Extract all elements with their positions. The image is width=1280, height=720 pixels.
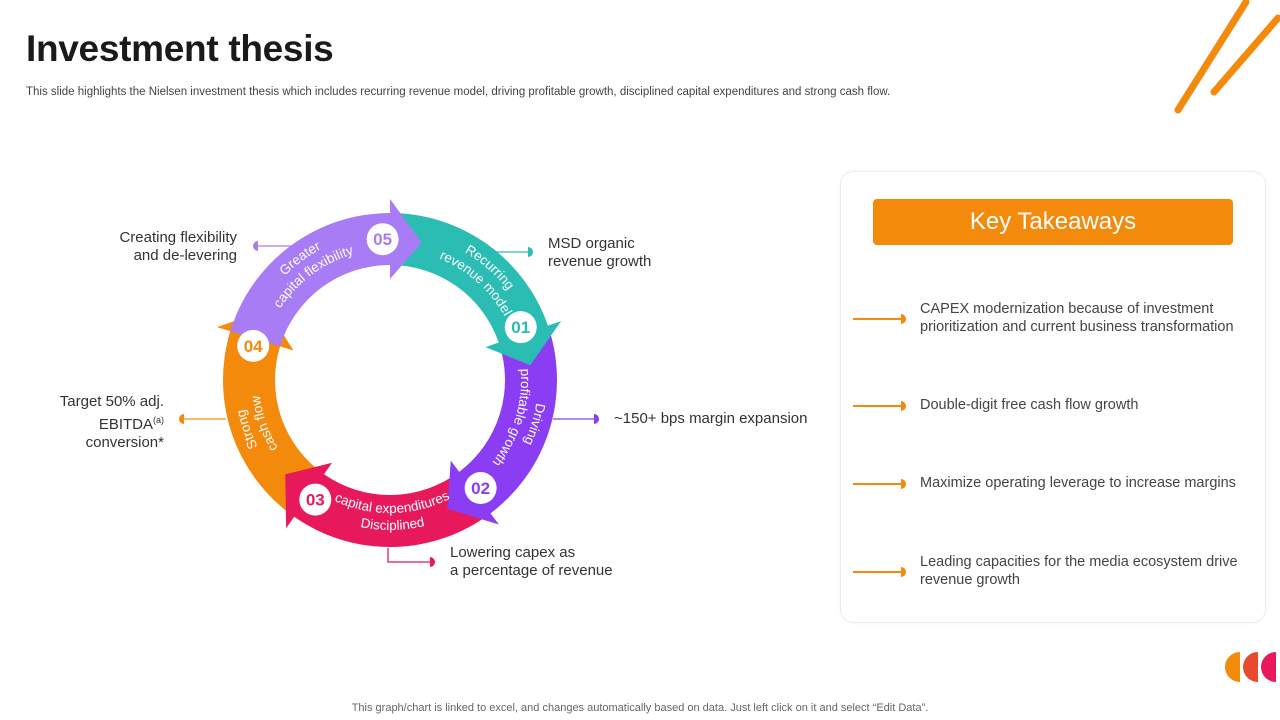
step-badge-01 [504, 311, 537, 344]
corner-dots-decoration [1225, 652, 1276, 682]
footer-note: This graph/chart is linked to excel, and… [351, 702, 929, 714]
key-takeaways-heading: Key Takeaways [873, 199, 1233, 245]
takeaway-item: Maximize operating leverage to increase … [853, 463, 1253, 503]
label-creating-flexibility: Creating flexibility and de-levering [119, 229, 237, 264]
connector-cap-icon [528, 247, 533, 257]
step-number: 04 [244, 337, 263, 356]
cycle-segment-03 [285, 462, 491, 547]
takeaway-marker-icon [853, 314, 906, 324]
takeaway-item: Leading capacities for the media ecosyst… [853, 551, 1253, 591]
page-subtitle: This slide highlights the Nielsen invest… [26, 86, 891, 98]
page-title: Investment thesis [26, 28, 334, 69]
takeaway-item: Double-digit free cash flow growth [853, 385, 1253, 425]
connector-line-03 [387, 548, 434, 563]
takeaway-marker-icon [853, 567, 906, 577]
step-number: 01 [511, 318, 530, 337]
cycle-step-label: Disciplined [360, 514, 426, 533]
cycle-segment-04 [216, 309, 325, 517]
takeaway-marker-icon [853, 479, 906, 489]
connector-cap-icon [430, 557, 435, 567]
step-number: 02 [471, 479, 490, 498]
takeaway-marker-icon [853, 401, 906, 411]
cycle-segment-05 [230, 199, 422, 347]
step-badge-02 [464, 472, 497, 505]
label-msd-organic: MSD organic revenue growth [548, 235, 652, 270]
step-badge-03 [299, 483, 332, 516]
key-takeaways-panel: Key Takeaways CAPEX modernization becaus… [840, 171, 1266, 623]
connector-cap-icon [253, 241, 258, 251]
corner-decoration [1174, 0, 1280, 114]
step-badge-05 [366, 223, 399, 256]
label-ebitda-target: Target 50% adj. EBITDA(a) conversion* [59, 393, 164, 451]
label-margin-expansion: ~150+ bps margin expansion [614, 410, 808, 427]
takeaway-item: CAPEX modernization because of investmen… [853, 298, 1253, 338]
label-lowering-capex: Lowering capex as a percentage of revenu… [450, 544, 613, 579]
connector-cap-icon [594, 414, 599, 424]
step-badge-04 [237, 329, 270, 362]
connector-cap-icon [179, 414, 184, 424]
step-number: 05 [373, 230, 392, 249]
step-number: 03 [306, 491, 325, 510]
